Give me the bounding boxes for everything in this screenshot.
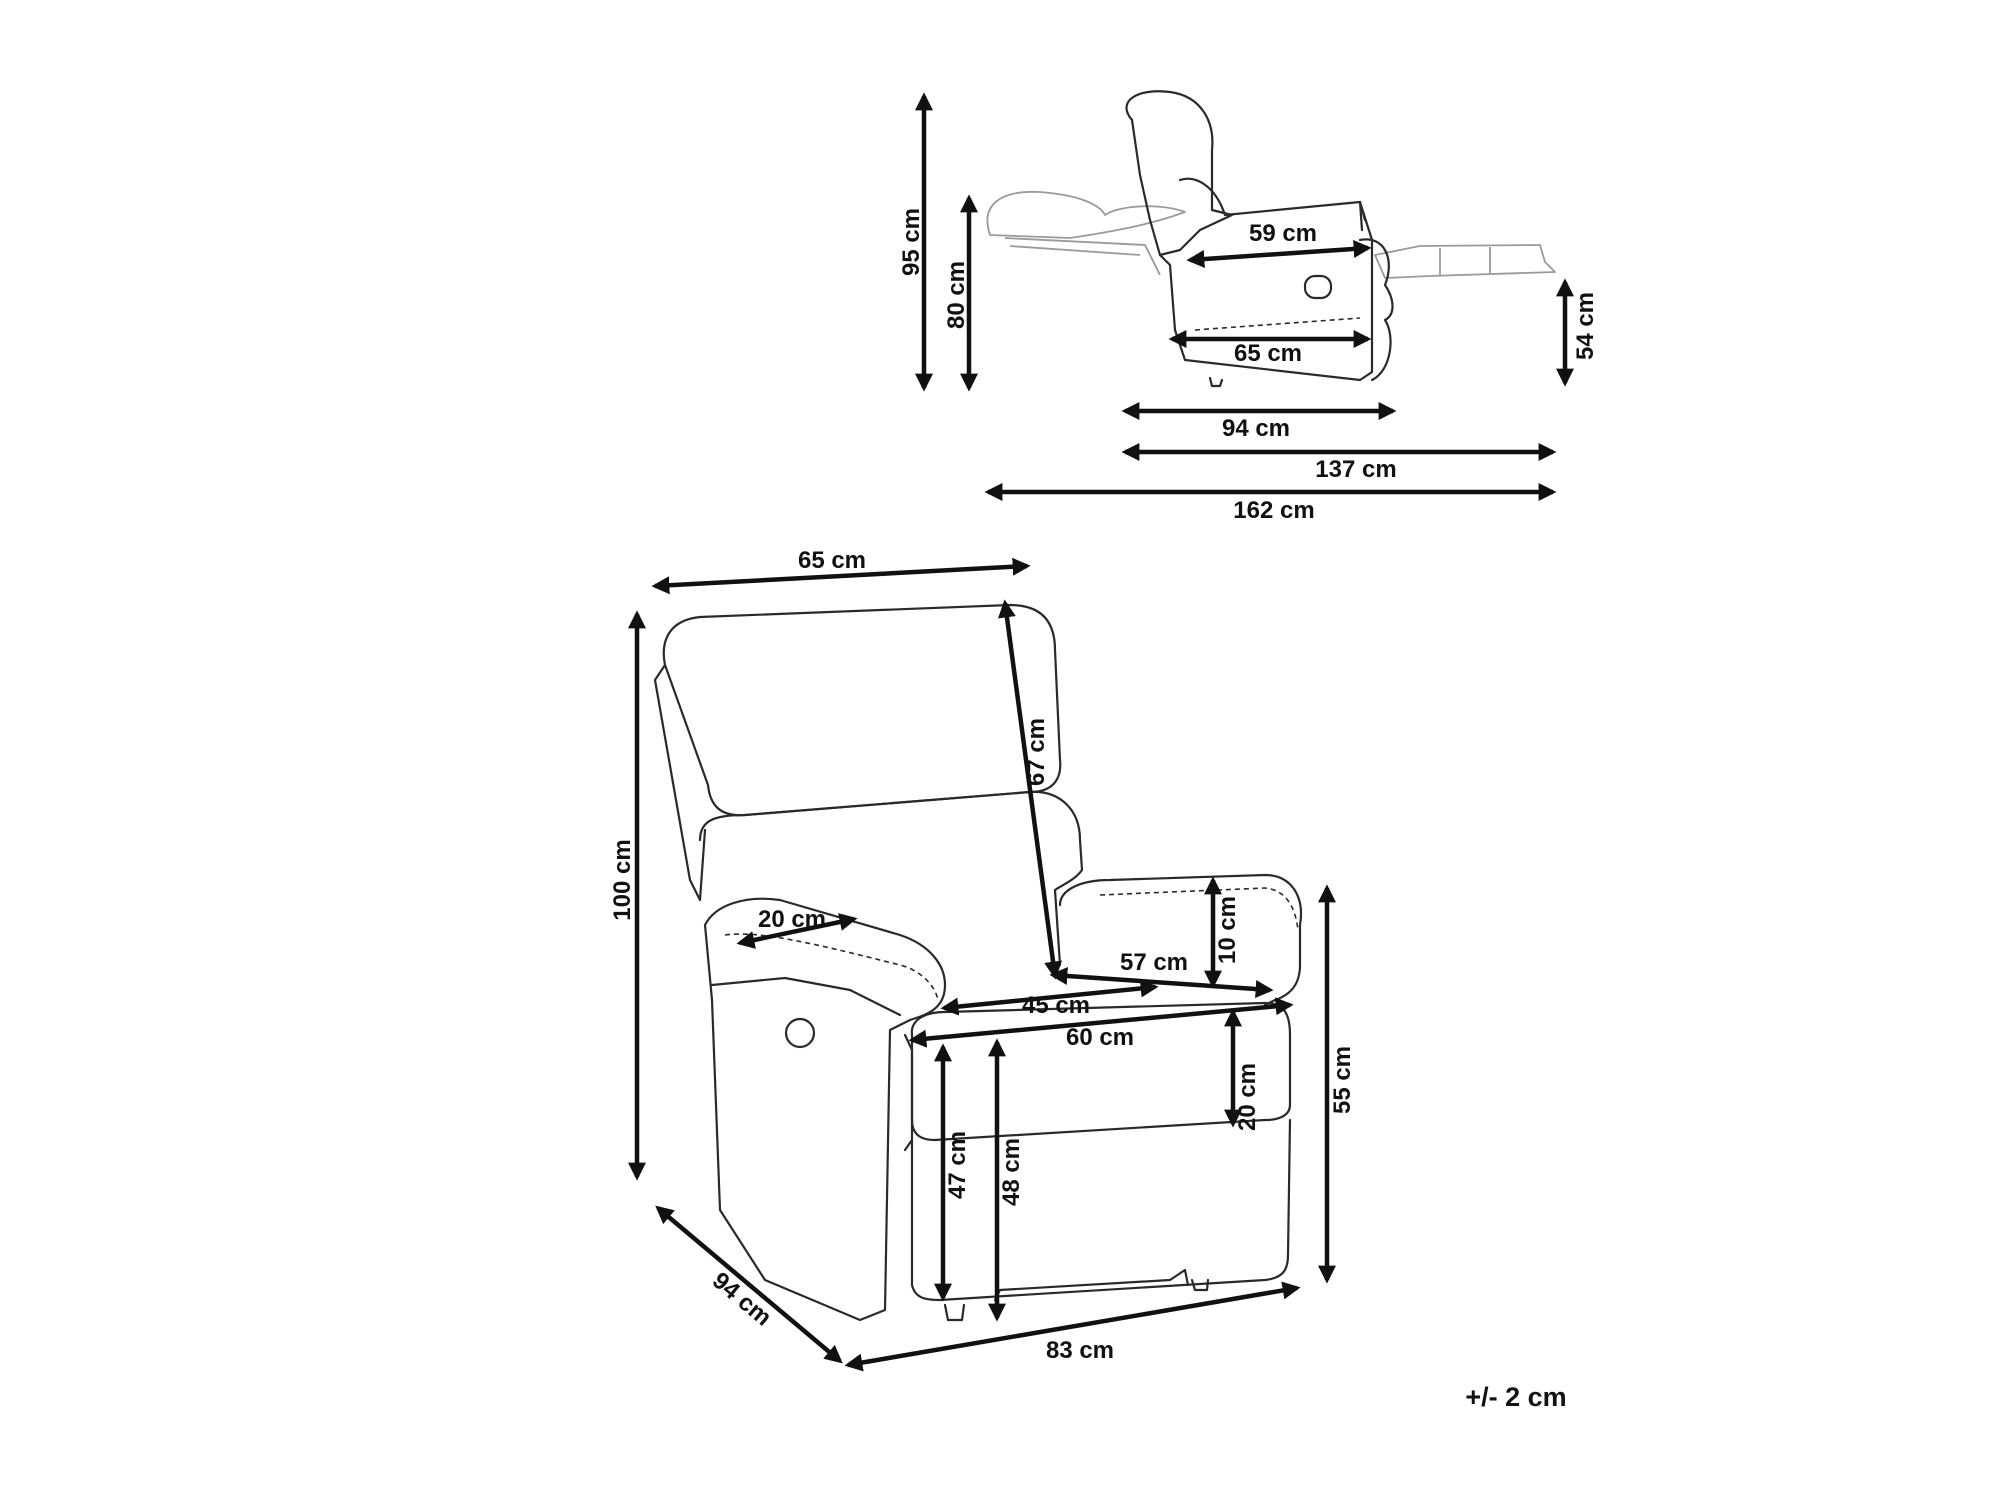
label-83: 83 cm — [1046, 1337, 1114, 1364]
label-137: 137 cm — [1315, 456, 1396, 483]
label-65-front: 65 cm — [798, 547, 866, 574]
dim-line-94-front — [655, 1205, 843, 1364]
front-lever-icon — [784, 1017, 816, 1049]
dim-line-65-front — [651, 557, 1031, 595]
side-seam — [1189, 249, 1361, 331]
label-100: 100 cm — [609, 839, 636, 920]
side-view-dimensions — [915, 92, 1574, 501]
label-162: 162 cm — [1233, 497, 1314, 524]
label-20-seat: 20 cm — [1234, 1063, 1261, 1131]
ghost-reclined-seat-line — [1004, 237, 1161, 276]
side-lever-icon — [1303, 274, 1333, 300]
label-59: 59 cm — [1249, 220, 1317, 247]
side-foot — [1208, 376, 1224, 388]
front-seat-cushion-top — [903, 1033, 914, 1152]
front-view-recliner — [653, 603, 1303, 1322]
label-94-side: 94 cm — [1222, 415, 1290, 442]
side-arm-front — [1358, 238, 1394, 382]
label-80: 80 cm — [943, 261, 970, 329]
label-57: 57 cm — [1120, 949, 1188, 976]
front-right-arm-seam — [1099, 887, 1299, 931]
side-backrest — [1125, 90, 1234, 257]
front-left-arm — [703, 897, 947, 1322]
dim-line-83 — [844, 1281, 1301, 1372]
front-view-dimensions — [628, 557, 1336, 1372]
dim-line-67 — [997, 599, 1063, 980]
label-67: 67 cm — [1023, 718, 1050, 786]
dim-line-59 — [1186, 239, 1372, 269]
tolerance-note: +/- 2 cm — [1465, 1382, 1566, 1412]
front-backrest-side — [653, 663, 707, 902]
label-54: 54 cm — [1572, 292, 1599, 360]
side-backrest-cushion — [1178, 177, 1364, 232]
label-48: 48 cm — [998, 1138, 1025, 1206]
ghost-reclined-backrest — [986, 191, 1186, 239]
label-10: 10 cm — [1214, 896, 1241, 964]
side-view-labels: 95 cm 80 cm 59 cm 65 cm 54 cm 94 cm 137 … — [898, 208, 1599, 524]
label-60: 60 cm — [1066, 1024, 1134, 1051]
side-body — [1158, 200, 1374, 382]
front-foot-left — [943, 1303, 966, 1322]
front-view-labels: 65 cm 100 cm 67 cm 20 cm 10 cm 57 cm 45 … — [609, 547, 1356, 1364]
label-20-arm: 20 cm — [758, 906, 826, 933]
front-backrest-lower — [698, 790, 1084, 967]
ghost-footrest — [1374, 244, 1556, 279]
front-left-arm-seam — [724, 933, 939, 1001]
dim-line-20-arm — [736, 913, 858, 949]
label-95: 95 cm — [898, 208, 925, 276]
front-left-arm-top — [710, 976, 902, 1017]
label-65-side: 65 cm — [1234, 340, 1302, 367]
dim-line-57 — [1049, 967, 1274, 998]
label-55: 55 cm — [1329, 1046, 1356, 1114]
label-45: 45 cm — [1022, 992, 1090, 1019]
label-47: 47 cm — [944, 1131, 971, 1199]
front-backrest-top — [662, 603, 1062, 817]
front-right-arm — [1058, 873, 1303, 1007]
